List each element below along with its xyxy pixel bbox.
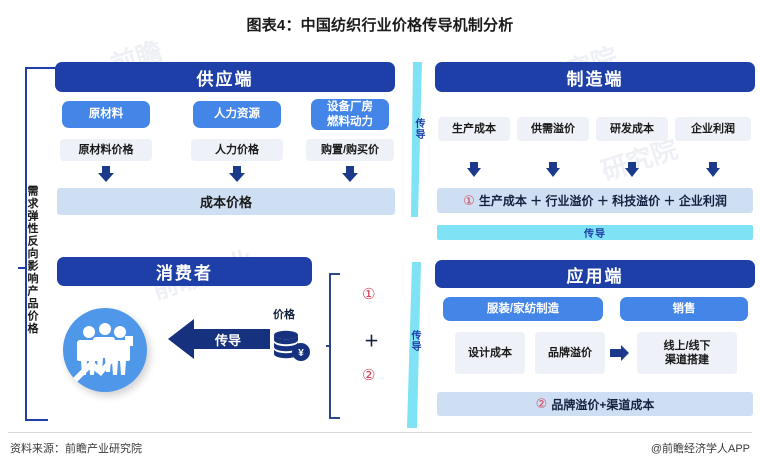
supply-input-human-resource[interactable]: 人力资源	[193, 101, 281, 128]
supply-price-raw-material: 原材料价格	[60, 139, 152, 161]
consumer-conduction-arrow: 传导	[168, 319, 270, 359]
down-arrow-icon	[625, 162, 639, 177]
manufacture-formula-row: ① 生产成本 ＋ 行业溢价 ＋ 科技溢价 ＋ 企业利润	[437, 188, 753, 213]
application-item-online-offline-channel: 线上/线下渠道搭建	[637, 332, 737, 374]
supply-input-raw-material[interactable]: 原材料	[62, 101, 150, 128]
application-group-apparel-manufacturing[interactable]: 服装/家纺制造	[443, 297, 603, 321]
supply-input-equipment-fuel[interactable]: 设备厂房燃料动力	[311, 99, 389, 130]
right-arrow-icon	[610, 345, 629, 361]
bracket-number-second: ②	[362, 367, 376, 384]
supply-header: 供应端	[55, 62, 395, 92]
application-header: 应用端	[435, 260, 755, 288]
conduction-bar-top-label: 传导	[413, 118, 424, 140]
supply-price-equipment: 购置/购买价	[306, 139, 394, 161]
footer-divider	[8, 432, 752, 433]
application-item-channel-text: 线上/线下渠道搭建	[663, 339, 711, 366]
down-arrow-icon	[546, 162, 560, 177]
svg-text:¥: ¥	[298, 348, 304, 359]
manufacture-item-production-cost: 生产成本	[438, 117, 510, 141]
svg-text:传导: 传导	[214, 333, 241, 348]
down-arrow-icon	[706, 162, 720, 177]
coins-icon: ¥	[274, 330, 310, 361]
conduction-bar-bottom-label: 传导	[409, 330, 420, 352]
page-title: 图表4：中国纺织行业价格传导机制分析	[246, 17, 514, 34]
price-label: 价格	[273, 309, 295, 321]
conduction-bar-top	[411, 62, 422, 217]
footer-source: 资料来源：前瞻产业研究院	[10, 443, 142, 455]
bracket-number-first: ①	[362, 286, 376, 303]
demand-elasticity-label: 需求弹性反向影响产品价格	[26, 185, 38, 335]
application-formula-number: ②	[535, 396, 548, 411]
application-formula-text: 品牌溢价+渠道成本	[551, 397, 655, 412]
down-arrow-icon	[229, 166, 245, 182]
manufacture-item-rd-cost: 研发成本	[596, 117, 668, 141]
consumer-header: 消费者	[57, 257, 312, 286]
manufacture-conduction-bar: 传导	[437, 225, 753, 240]
supply-result-cost-price: 成本价格	[57, 188, 395, 215]
sum-bracket	[326, 273, 340, 419]
down-arrow-icon	[98, 166, 114, 182]
footer-watermark: @前瞻经济学人APP	[650, 443, 750, 455]
application-item-brand-premium: 品牌溢价	[535, 332, 605, 374]
manufacture-item-enterprise-profit: 企业利润	[675, 117, 751, 141]
conduction-bar-bottom	[407, 262, 421, 428]
manufacture-formula-number: ①	[463, 192, 475, 208]
manufacture-formula-text: 生产成本 ＋ 行业溢价 ＋ 科技溢价 ＋ 企业利润	[478, 194, 727, 208]
manufacture-item-supply-demand-premium: 供需溢价	[517, 117, 589, 141]
application-group-sales[interactable]: 销售	[620, 297, 748, 321]
down-arrow-icon	[467, 162, 481, 177]
supply-price-human-resource: 人力价格	[191, 139, 283, 161]
application-formula-row: ② 品牌溢价+渠道成本	[437, 392, 753, 416]
bracket-plus-operator: ＋	[364, 333, 380, 350]
supply-input-equipment-fuel-line1: 设备厂房燃料动力	[327, 101, 373, 128]
application-item-design-cost: 设计成本	[455, 332, 525, 374]
manufacture-header: 制造端	[435, 62, 755, 92]
down-arrow-icon	[342, 166, 358, 182]
people-growth-icon	[73, 323, 133, 382]
